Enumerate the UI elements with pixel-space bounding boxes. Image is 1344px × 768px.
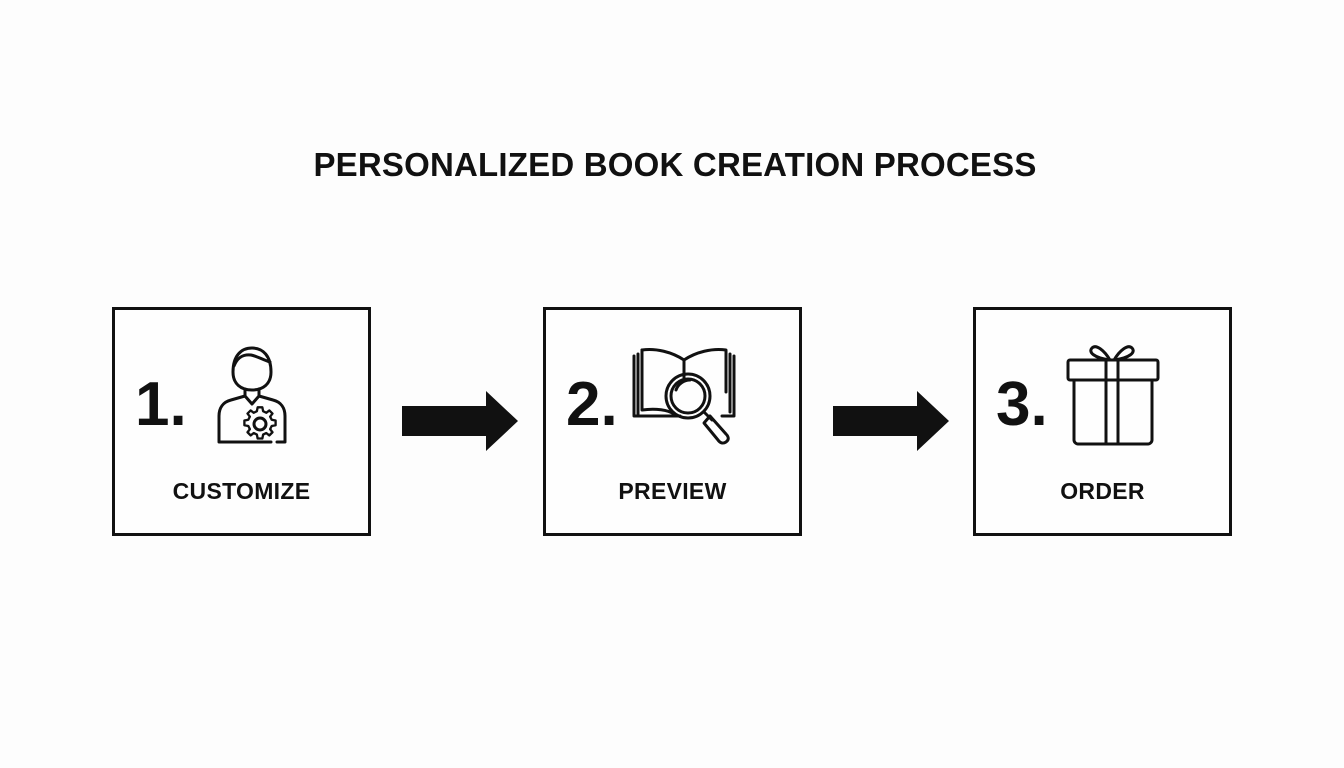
step-number: 3. [996, 370, 1048, 439]
step-box-preview: 2. PREVIEW [543, 307, 802, 536]
step-label: ORDER [1060, 478, 1145, 504]
step-box-order: 3. ORDER [973, 307, 1232, 536]
step-box-customize: 1. CUSTOMIZE [112, 307, 371, 536]
diagram-title: PERSONALIZED BOOK CREATION PROCESS [313, 146, 1037, 183]
arrow-right-icon [833, 391, 949, 451]
arrow-right-icon [402, 391, 518, 451]
gift-box-icon [1066, 345, 1160, 446]
step-label: CUSTOMIZE [172, 478, 311, 504]
step-label: PREVIEW [618, 478, 727, 504]
step-number: 2. [566, 370, 618, 439]
person-gear-icon [217, 346, 287, 444]
step-number: 1. [135, 370, 187, 439]
book-magnifier-icon [632, 348, 736, 445]
